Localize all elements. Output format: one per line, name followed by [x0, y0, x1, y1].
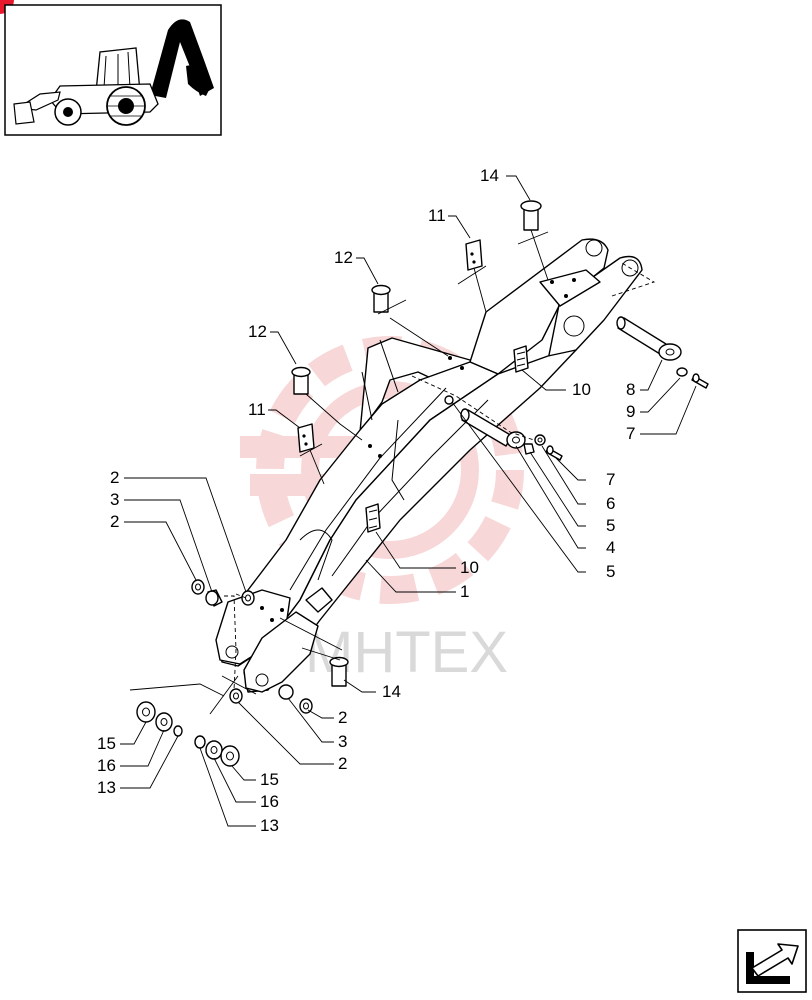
- shim-plate-11-left[interactable]: [297, 423, 315, 453]
- bolt-7-middle[interactable]: [545, 445, 563, 461]
- spacer-3-right[interactable]: [278, 684, 294, 700]
- callout-14-bottom[interactable]: 14: [382, 682, 401, 701]
- bracket-10-middle[interactable]: [365, 503, 381, 533]
- callout-14-top[interactable]: 14: [480, 166, 499, 185]
- callout-5-nut[interactable]: 5: [606, 516, 615, 535]
- callout-11-top[interactable]: 11: [428, 206, 446, 225]
- bushing-2-left-b[interactable]: [241, 590, 255, 606]
- bolt-7-top[interactable]: [691, 373, 709, 389]
- callout-2-left-b[interactable]: 2: [110, 512, 119, 531]
- shim-15-left[interactable]: [136, 701, 156, 723]
- bushing-2-left-a[interactable]: [191, 579, 205, 595]
- callout-16-right[interactable]: 16: [260, 792, 279, 811]
- callout-10-top[interactable]: 10: [572, 380, 591, 399]
- washer-6[interactable]: [534, 434, 546, 446]
- callout-12-left[interactable]: 12: [248, 322, 267, 341]
- spacer-3-left[interactable]: [205, 589, 223, 607]
- bushing-2-right-b[interactable]: [299, 698, 313, 714]
- callout-15-left[interactable]: 15: [97, 734, 116, 753]
- callout-5-nipple[interactable]: 5: [606, 562, 615, 581]
- backhoe-loader-icon: [13, 19, 214, 126]
- shim-16-left[interactable]: [155, 712, 173, 732]
- callout-1-boom[interactable]: 1: [460, 582, 469, 601]
- nut-5[interactable]: [523, 443, 535, 455]
- callout-2-right-a[interactable]: 2: [338, 708, 347, 727]
- shim-13-right[interactable]: [194, 735, 206, 749]
- boom-assembly[interactable]: [215, 238, 643, 693]
- callout-7-middle[interactable]: 7: [606, 470, 615, 489]
- callout-9[interactable]: 9: [626, 402, 635, 421]
- callout-16-left[interactable]: 16: [97, 756, 116, 775]
- pin-14-top[interactable]: [520, 200, 542, 231]
- callout-labels: 14 11 12 12 11 10 8 9 7 7 6 5 4 5 10 1 2…: [97, 166, 635, 835]
- shim-16-right[interactable]: [205, 740, 223, 760]
- callout-13-right[interactable]: 13: [260, 816, 279, 835]
- shim-plate-11-top[interactable]: [465, 239, 483, 271]
- pin-12-left[interactable]: [291, 366, 311, 395]
- pivot-pin-8[interactable]: [616, 316, 682, 361]
- shim-15-right[interactable]: [220, 745, 240, 767]
- callout-6[interactable]: 6: [606, 494, 615, 513]
- callout-8[interactable]: 8: [626, 380, 635, 399]
- pin-14-bottom[interactable]: [329, 656, 349, 687]
- callout-2-right-b[interactable]: 2: [338, 754, 347, 773]
- next-page-button[interactable]: [737, 929, 807, 993]
- callout-7-top[interactable]: 7: [626, 424, 635, 443]
- callout-12-top[interactable]: 12: [334, 248, 353, 267]
- callout-13-left[interactable]: 13: [97, 778, 116, 797]
- shim-13-left[interactable]: [173, 725, 183, 737]
- thumbnail-frame[interactable]: [4, 4, 222, 136]
- washer-9[interactable]: [676, 367, 688, 377]
- grease-nipple-5[interactable]: [444, 395, 454, 405]
- callout-3-right[interactable]: 3: [338, 732, 347, 751]
- next-page-arrow-icon: [746, 943, 799, 984]
- callout-2-left-a[interactable]: 2: [110, 468, 119, 487]
- pin-12-top[interactable]: [371, 284, 391, 313]
- callout-11-left[interactable]: 11: [248, 400, 266, 419]
- bushing-2-right-a[interactable]: [229, 688, 243, 704]
- callout-15-right[interactable]: 15: [260, 770, 279, 789]
- callout-10-middle[interactable]: 10: [460, 558, 479, 577]
- callout-4[interactable]: 4: [606, 538, 615, 557]
- leader-lines: [120, 175, 697, 827]
- bracket-10-top[interactable]: [513, 345, 529, 373]
- pivot-pin-4[interactable]: [460, 408, 526, 449]
- callout-3-left[interactable]: 3: [110, 490, 119, 509]
